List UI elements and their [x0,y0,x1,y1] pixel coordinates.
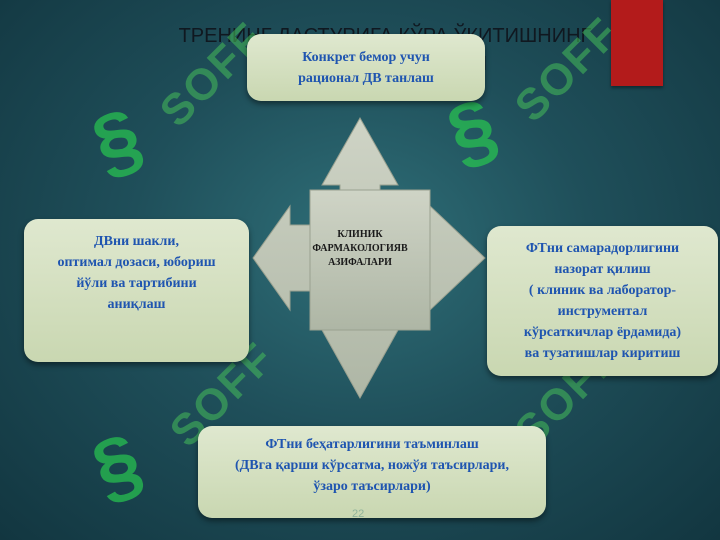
page-number: 22 [352,508,365,520]
right-box: ФТни самарадорлигини назорат қилиш ( кли… [487,226,718,376]
red-accent-bar [611,0,663,86]
left-box: ДВни шакли, оптимал дозаси, юбориш йўли … [24,219,249,362]
top-box: Конкрет бемор учун рационал ДВ танлаш [247,34,485,101]
center-label: КЛИНИК ФАРМАКОЛОГИЯВ АЗИФАЛАРИ [312,229,408,268]
bottom-box: ФТни беҳатарлигини таъминлаш (ДВга қарши… [198,426,546,518]
